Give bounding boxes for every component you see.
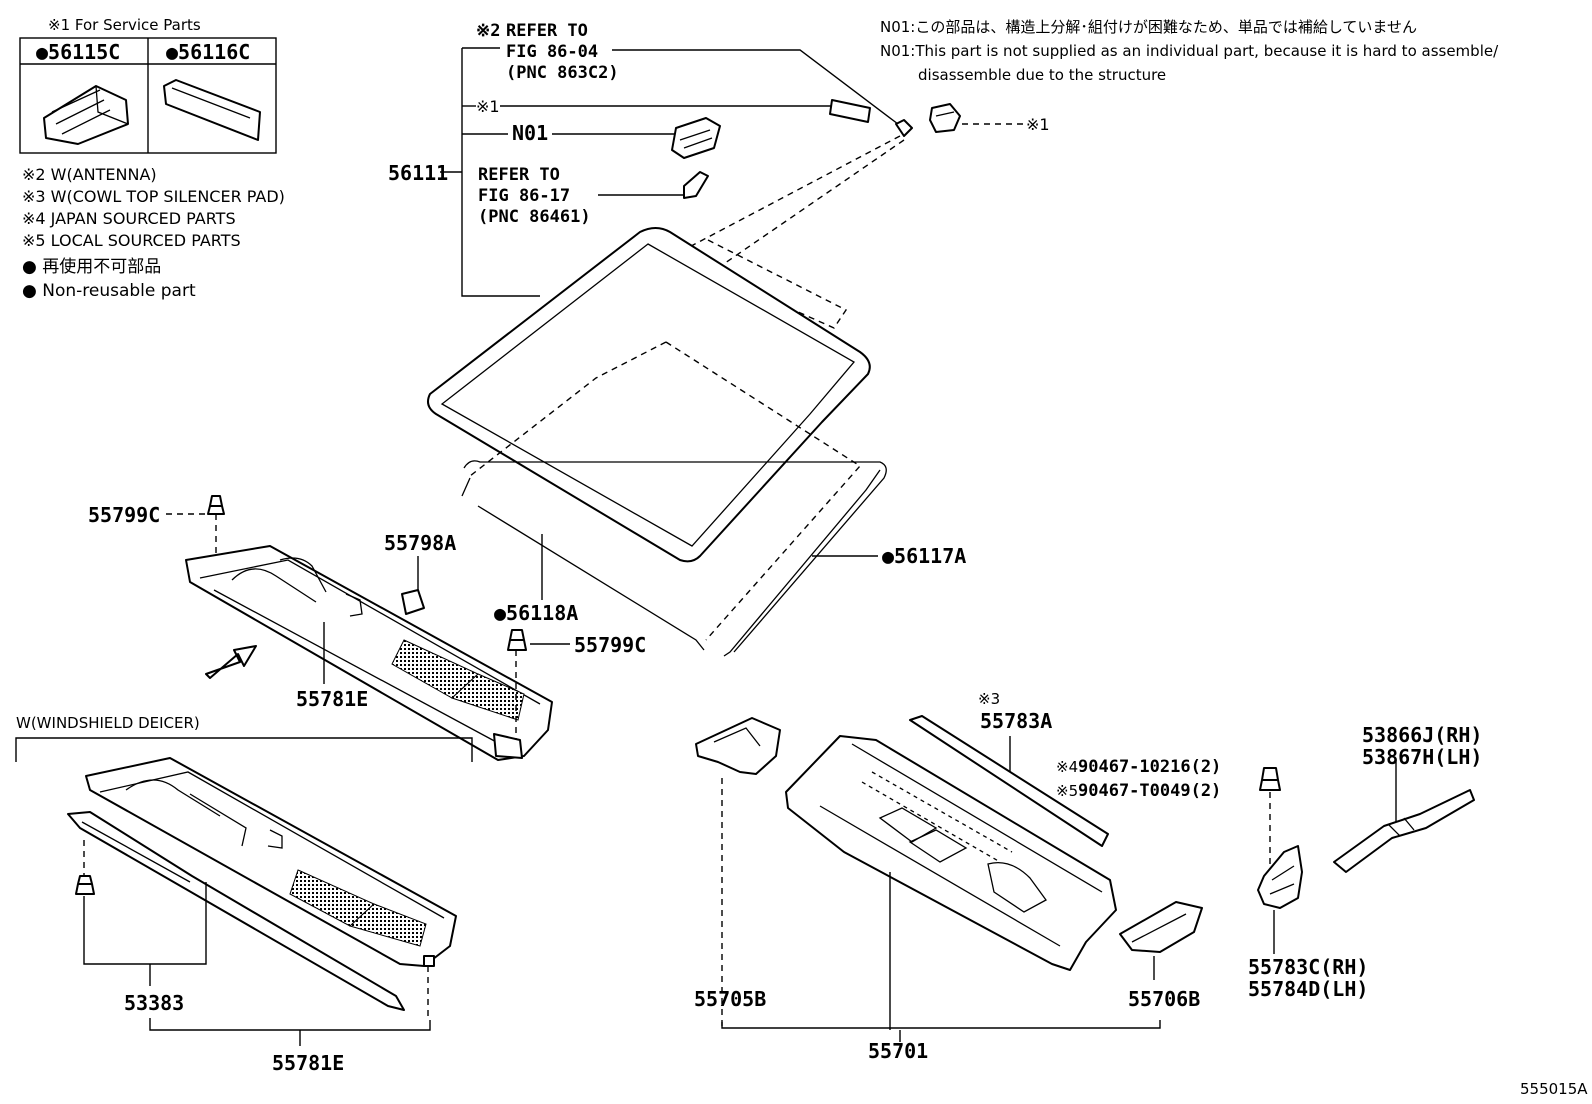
callout-56117a: ●56117A bbox=[882, 544, 966, 568]
note-non-reusable-en: ● Non-reusable part bbox=[22, 281, 196, 301]
n01-note-en-2: disassemble due to the structure bbox=[918, 66, 1166, 84]
callout-mark1-right: ※1 bbox=[1026, 115, 1050, 134]
n01-note-jp: N01:この部品は、構造上分解･組付けが困難なため、単品では補給していません bbox=[880, 18, 1417, 36]
silencer-pad-icon bbox=[163, 79, 261, 141]
antenna-connector bbox=[895, 119, 913, 137]
callout-55784d: 55784D(LH) bbox=[1248, 977, 1368, 1001]
n01-bracket-part bbox=[671, 117, 721, 159]
silencer-pad-part bbox=[829, 99, 871, 123]
callout-90467-10216: 90467-10216(2) bbox=[1078, 757, 1221, 777]
callout-56111: 56111 bbox=[388, 161, 448, 185]
refer-top-line3: (PNC 863C2) bbox=[506, 63, 619, 83]
figure-id: 555015A bbox=[1520, 1080, 1588, 1098]
callout-55799c-left: 55799C bbox=[88, 503, 160, 527]
cowl-top-panel-55701 bbox=[785, 735, 1117, 971]
note-antenna: ※2 W(ANTENNA) bbox=[22, 165, 157, 184]
callout-mark1-left: ※1 bbox=[476, 97, 500, 116]
clip-part bbox=[683, 171, 709, 199]
antenna-bracket-icon bbox=[43, 85, 129, 145]
callout-mark4: ※4 bbox=[1056, 758, 1078, 776]
front-arrow-icon bbox=[205, 645, 257, 679]
deicer-group: W(WINDSHIELD DEICER) 53383 55781E bbox=[15, 714, 473, 1075]
service-part-56116c: ●56116C bbox=[166, 40, 250, 64]
note-non-reusable-jp: ● 再使用不可部品 bbox=[22, 256, 161, 277]
callout-55783a: 55783A bbox=[980, 709, 1052, 733]
callout-55705b: 55705B bbox=[694, 987, 766, 1011]
notes-list: ※2 W(ANTENNA) ※3 W(COWL TOP SILENCER PAD… bbox=[22, 165, 285, 301]
callout-55799c-right: 55799C bbox=[574, 633, 646, 657]
note-local-sourced: ※5 LOCAL SOURCED PARTS bbox=[22, 231, 241, 250]
clip-90467 bbox=[1259, 767, 1281, 791]
refer-top-mark: ※2 bbox=[476, 21, 500, 41]
refer-mid-line2: FIG 86-17 bbox=[478, 186, 570, 206]
deicer-header: W(WINDSHIELD DEICER) bbox=[16, 714, 200, 732]
callout-56118a: ●56118A bbox=[494, 601, 578, 625]
clip-55799c-left bbox=[207, 495, 225, 515]
callout-53866j: 53866J(RH) bbox=[1362, 723, 1482, 747]
callout-mark3: ※3 bbox=[978, 690, 1000, 708]
callout-90467-t0049: 90467-T0049(2) bbox=[1078, 781, 1221, 801]
service-parts-legend: ※1 For Service Parts ●56115C ●56116C bbox=[19, 16, 277, 154]
refer-mid-line1: REFER TO bbox=[478, 165, 560, 185]
refer-mid-line3: (PNC 86461) bbox=[478, 207, 591, 227]
seal-53866j bbox=[1333, 789, 1475, 873]
callout-n01: N01 bbox=[512, 121, 548, 145]
windshield-molding bbox=[461, 460, 887, 657]
refer-top-line2: FIG 86-04 bbox=[506, 42, 598, 62]
windshield-glass bbox=[427, 227, 871, 641]
callout-mark5: ※5 bbox=[1056, 782, 1078, 800]
callout-55798a: 55798A bbox=[384, 531, 456, 555]
silencer-pad-55783a bbox=[909, 715, 1109, 847]
callout-55781e-upper: 55781E bbox=[296, 687, 368, 711]
callout-55781e-lower: 55781E bbox=[272, 1051, 344, 1075]
service-part-56115c: ●56115C bbox=[36, 40, 120, 64]
antenna-bracket-part bbox=[929, 103, 961, 133]
clip-55798a bbox=[401, 589, 425, 615]
callout-53867h: 53867H(LH) bbox=[1362, 745, 1482, 769]
windshield-group: 56111 ※2 REFER TO FIG 86-04 (PNC 863C2) … bbox=[388, 21, 1050, 657]
cowl-louver-upper: 55799C 55798A 55781E 55799C bbox=[88, 495, 646, 761]
callout-55701: 55701 bbox=[868, 1039, 928, 1063]
n01-note-en-1: N01:This part is not supplied as an indi… bbox=[880, 42, 1499, 60]
note-japan-sourced: ※4 JAPAN SOURCED PARTS bbox=[22, 209, 236, 228]
note-silencer-pad: ※3 W(COWL TOP SILENCER PAD) bbox=[22, 187, 285, 206]
callout-53383: 53383 bbox=[124, 991, 184, 1015]
n01-note: N01:この部品は、構造上分解･組付けが困難なため、単品では補給していません N… bbox=[880, 18, 1499, 84]
cowl-panel-group: ※3 55783A 55705B 55706B bbox=[694, 690, 1482, 1063]
callout-55706b: 55706B bbox=[1128, 987, 1200, 1011]
service-parts-header: ※1 For Service Parts bbox=[48, 16, 201, 34]
bracket-55706b bbox=[1119, 901, 1203, 953]
bracket-55783c bbox=[1257, 845, 1303, 909]
callout-55783c: 55783C(RH) bbox=[1248, 955, 1368, 979]
bracket-55705b bbox=[695, 717, 781, 775]
refer-top-line1: REFER TO bbox=[506, 21, 588, 41]
clip-55799c-right bbox=[507, 629, 527, 651]
